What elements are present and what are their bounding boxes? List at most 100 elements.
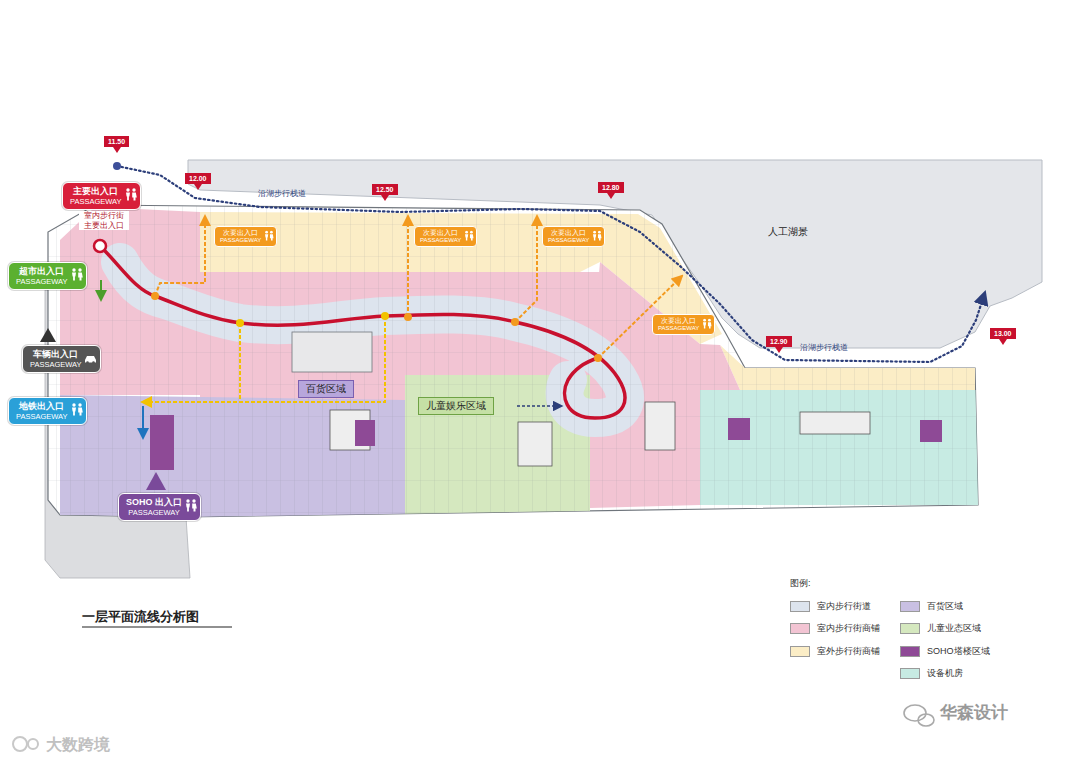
- route-node: [236, 319, 244, 327]
- stair-core: [645, 402, 675, 450]
- route-node: [511, 318, 519, 326]
- legend-text: 室内步行街道: [817, 600, 871, 613]
- watermark: 大数跨境: [46, 735, 110, 754]
- entrance-badge: 车辆出入口PASSAGEWAY: [22, 345, 101, 373]
- node-subtitle: PASSAGEWAY: [420, 237, 461, 244]
- legend-text: 儿童业态区域: [927, 622, 981, 635]
- legend-text: 设备机房: [927, 667, 963, 680]
- main-entry-ring: [94, 240, 106, 252]
- market-route: [100, 280, 102, 300]
- node-title: 次要出入口: [223, 229, 258, 237]
- zone-label: 儿童娱乐区域: [418, 397, 494, 415]
- route-node: [151, 292, 159, 300]
- legend-swatch: [790, 646, 810, 657]
- legend-swatch: [900, 623, 920, 634]
- route-node: [381, 312, 389, 320]
- secondary-entrance-badge: 次要出入口PASSAGEWAY: [214, 226, 277, 247]
- diagram-title: 一层平面流线分析图: [82, 608, 199, 626]
- stair-core: [518, 422, 552, 466]
- metro-route: [142, 316, 385, 402]
- legend-text: 室外步行街商铺: [817, 645, 880, 658]
- entrance-icon: [264, 229, 274, 243]
- secondary-entrance-badge: 次要出入口PASSAGEWAY: [652, 314, 715, 335]
- soho-core: [355, 420, 375, 446]
- node-title: 超市出入口: [19, 266, 64, 277]
- elevation-flag: 12.00: [185, 173, 211, 184]
- legend-swatch: [900, 668, 920, 679]
- legend-swatch: [900, 646, 920, 657]
- legend-text: 室内步行街商铺: [817, 622, 880, 635]
- entry-note: 室内步行街 主要出入口: [79, 211, 129, 230]
- node-title: 儿童娱乐区域: [426, 400, 486, 412]
- route-node: [594, 354, 602, 362]
- main-route: [100, 246, 625, 418]
- watermark: 华森设计: [940, 703, 1008, 723]
- vehicle-marker: [40, 328, 56, 342]
- soho-route: [142, 406, 144, 438]
- node-title: 12.50: [376, 185, 394, 194]
- entrance-icon: [84, 350, 97, 368]
- legend-heading: 图例:: [790, 578, 811, 589]
- secondary-entrance-badge: 次要出入口PASSAGEWAY: [542, 226, 605, 247]
- node-subtitle: PASSAGEWAY: [16, 412, 68, 421]
- node-subtitle: PASSAGEWAY: [128, 508, 180, 517]
- elevation-flag: 11.50: [104, 136, 129, 147]
- legend-item: 室外步行街商铺: [790, 645, 880, 658]
- secondary-route: [515, 216, 537, 322]
- legend-item: 儿童业态区域: [900, 622, 981, 635]
- elevation-flag: 12.50: [372, 184, 398, 195]
- atrium-core: [292, 332, 372, 372]
- node-title: 12.80: [602, 183, 620, 192]
- node-title: 百货区域: [306, 383, 346, 395]
- legend-text: 百货区域: [927, 600, 963, 613]
- elevation-flag: 12.90: [766, 336, 792, 347]
- legend-swatch: [790, 623, 810, 634]
- legend-text: SOHO塔楼区域: [927, 645, 990, 658]
- node-title: 12.00: [189, 174, 207, 183]
- legend-swatch: [900, 601, 920, 612]
- soho-core: [728, 418, 750, 440]
- node-title: 地铁出入口: [19, 401, 64, 412]
- metro-route: [239, 323, 241, 402]
- node-title: 13.00: [994, 329, 1012, 338]
- children-route: [517, 405, 562, 407]
- path-label: 沿湖步行栈道: [800, 343, 848, 353]
- secondary-route: [155, 216, 205, 296]
- stair-core: [800, 412, 870, 434]
- entrance-icon: [464, 229, 474, 243]
- zone-label: 百货区域: [298, 380, 354, 398]
- node-subtitle: PASSAGEWAY: [70, 197, 122, 206]
- node-title: 次要出入口: [551, 229, 586, 237]
- elevation-flag: 13.00: [990, 328, 1016, 339]
- watermark-logo: [13, 737, 38, 751]
- node-subtitle: PASSAGEWAY: [548, 237, 589, 244]
- legend-item: 百货区域: [900, 600, 963, 613]
- route-node: [404, 313, 412, 321]
- elevation-flag: 12.80: [598, 182, 624, 193]
- legend-swatch: [790, 601, 810, 612]
- entrance-icon: [71, 267, 83, 285]
- soho-marker: [146, 472, 166, 490]
- soho-core: [920, 420, 942, 442]
- node-title: 11.50: [108, 137, 125, 146]
- entrance-icon: [185, 498, 197, 516]
- secondary-route: [407, 216, 409, 317]
- entrance-badge: 地铁出入口PASSAGEWAY: [8, 397, 87, 425]
- legend-item: 室内步行街道: [790, 600, 871, 613]
- node-subtitle: PASSAGEWAY: [30, 360, 82, 369]
- node-subtitle: PASSAGEWAY: [220, 237, 261, 244]
- entrance-icon: [702, 317, 712, 331]
- path-label: 沿湖步行栈道: [258, 189, 306, 199]
- entrance-icon: [125, 187, 137, 205]
- node-subtitle: PASSAGEWAY: [658, 325, 699, 332]
- wechat-logo: [904, 705, 934, 726]
- node-title: 车辆出入口: [33, 349, 78, 360]
- route-start-dot: [113, 162, 121, 170]
- entrance-icon: [71, 402, 83, 420]
- legend-item: 室内步行街商铺: [790, 622, 880, 635]
- entrance-badge: 主要出入口PASSAGEWAY: [62, 182, 141, 210]
- node-title: 12.90: [770, 337, 788, 346]
- lake-label: 人工湖景: [768, 226, 808, 238]
- entrance-badge: SOHO 出入口PASSAGEWAY: [118, 493, 201, 521]
- node-title: SOHO 出入口: [126, 497, 182, 508]
